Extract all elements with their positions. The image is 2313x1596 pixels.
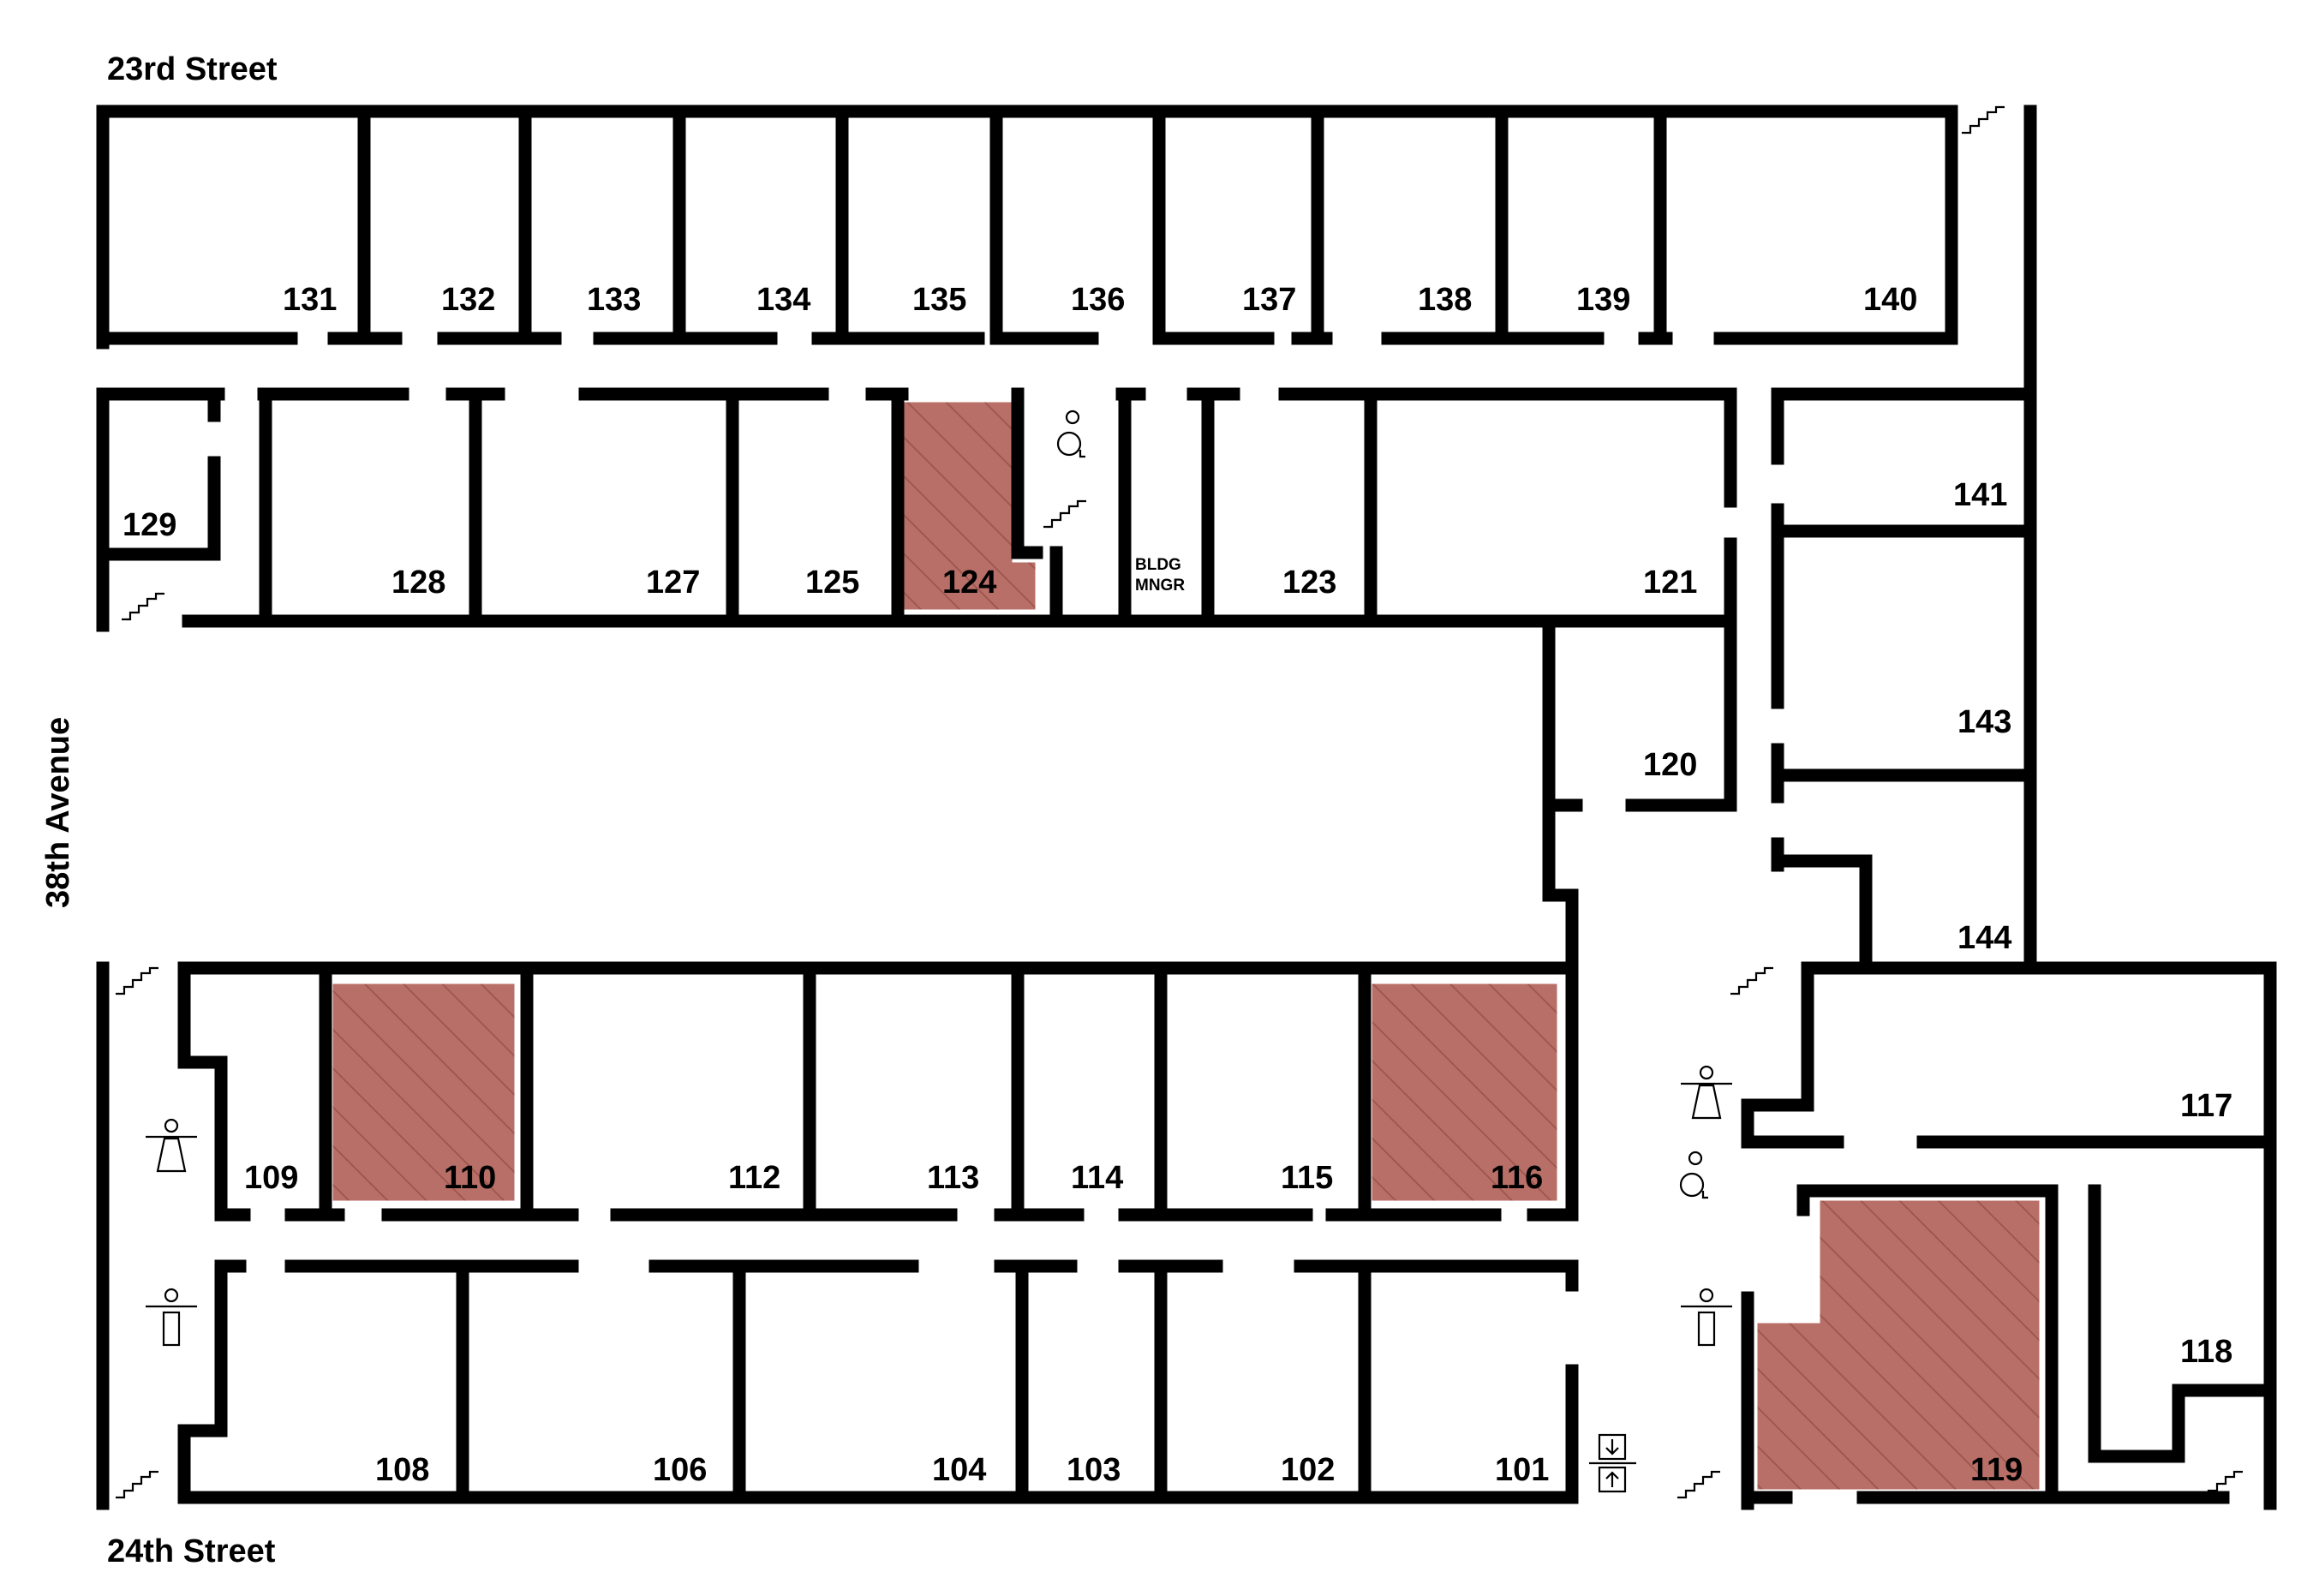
- room-139-label[interactable]: 139: [1576, 282, 1630, 318]
- room-125-label[interactable]: 125: [805, 565, 859, 601]
- room-labels: 131 132 133 134 135 136 137 138 139 140 …: [123, 282, 2232, 1488]
- room-124-label[interactable]: 124: [942, 565, 996, 601]
- room-110-label[interactable]: 110: [444, 1160, 496, 1196]
- room-110-highlight[interactable]: [330, 981, 517, 1204]
- room-136-label[interactable]: 136: [1071, 282, 1125, 318]
- accessible-restroom-icon: [1056, 409, 1085, 458]
- accessible-restroom-icon: [1679, 1151, 1708, 1199]
- room-101-label[interactable]: 101: [1495, 1452, 1549, 1488]
- room-127-label[interactable]: 127: [646, 565, 700, 601]
- room-109-label[interactable]: 109: [244, 1160, 298, 1196]
- room-129-label[interactable]: 129: [123, 507, 176, 543]
- street-north-label: 23rd Street: [107, 51, 278, 87]
- stairs-icon: [1042, 499, 1088, 529]
- bldg-mngr-label-line2[interactable]: MNGR: [1135, 577, 1185, 595]
- room-120-label[interactable]: 120: [1643, 747, 1697, 783]
- room-132-label[interactable]: 132: [441, 282, 495, 318]
- elevator-icon[interactable]: [1589, 1433, 1636, 1493]
- room-103-label[interactable]: 103: [1067, 1452, 1121, 1488]
- stairs-icon: [114, 1470, 160, 1499]
- room-116-highlight[interactable]: [1369, 981, 1560, 1204]
- street-west-label: 38th Avenue: [40, 717, 76, 908]
- room-133-label[interactable]: 133: [587, 282, 641, 318]
- stairs-icon: [1729, 966, 1775, 995]
- walls: [96, 105, 2277, 1510]
- room-117-label[interactable]: 117: [2180, 1088, 2232, 1124]
- room-140-label[interactable]: 140: [1863, 282, 1917, 318]
- stairs-icon: [1960, 105, 2006, 134]
- room-134-label[interactable]: 134: [756, 282, 810, 318]
- room-112-label[interactable]: 112: [728, 1160, 780, 1196]
- room-113-label[interactable]: 113: [927, 1160, 979, 1196]
- room-137-label[interactable]: 137: [1242, 282, 1296, 318]
- highlighted-rooms: [330, 399, 2042, 1492]
- stairs-icon: [120, 592, 166, 621]
- room-141-label[interactable]: 141: [1953, 477, 2007, 513]
- room-116-label[interactable]: 116: [1491, 1160, 1543, 1196]
- room-119-label[interactable]: 119: [1970, 1452, 2023, 1488]
- room-108-label[interactable]: 108: [375, 1452, 429, 1488]
- room-118-label[interactable]: 118: [2180, 1334, 2232, 1370]
- room-115-label[interactable]: 115: [1281, 1160, 1333, 1196]
- street-south-label: 24th Street: [107, 1533, 276, 1569]
- room-121-label[interactable]: 121: [1643, 565, 1697, 601]
- room-114-label[interactable]: 114: [1071, 1160, 1123, 1196]
- room-138-label[interactable]: 138: [1418, 282, 1472, 318]
- stairs-icon: [1676, 1470, 1722, 1499]
- mens-restroom-icon: [146, 1288, 197, 1347]
- room-131-label[interactable]: 131: [283, 282, 337, 318]
- womens-restroom-icon: [146, 1118, 197, 1173]
- room-102-label[interactable]: 102: [1281, 1452, 1335, 1488]
- room-144-label[interactable]: 144: [1957, 920, 2011, 956]
- bldg-mngr-label-line1[interactable]: BLDG: [1135, 556, 1181, 574]
- room-106-label[interactable]: 106: [653, 1452, 707, 1488]
- room-135-label[interactable]: 135: [912, 282, 966, 318]
- room-104-label[interactable]: 104: [932, 1452, 986, 1488]
- room-123-label[interactable]: 123: [1282, 565, 1336, 601]
- womens-restroom-icon: [1681, 1065, 1732, 1120]
- room-143-label[interactable]: 143: [1957, 704, 2011, 740]
- room-119-highlight[interactable]: [1754, 1198, 2042, 1492]
- room-128-label[interactable]: 128: [391, 565, 445, 601]
- stairs-icon: [114, 966, 160, 995]
- mens-restroom-icon: [1681, 1288, 1732, 1347]
